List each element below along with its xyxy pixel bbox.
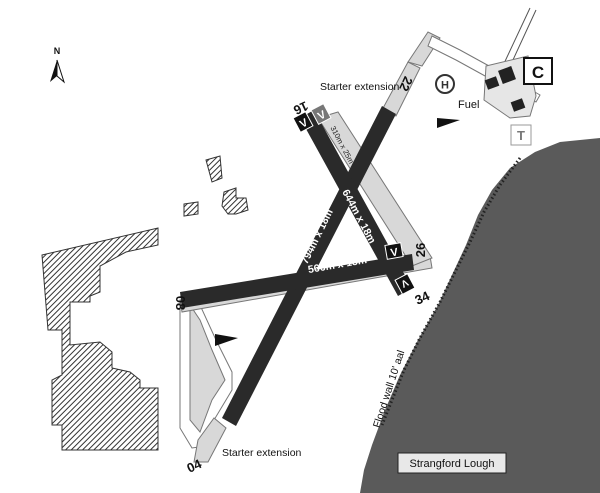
runway-end-04: 04 [184,456,204,476]
flood-wall-line [380,157,522,426]
built-up-area [41,155,249,451]
runway-end-16: 16 [291,98,310,118]
runway-16-34 [300,110,412,296]
helipad-icon: H [435,74,455,94]
north-arrow-icon: N [50,46,66,84]
svg-text:V: V [398,276,409,289]
starter-extension-label-top: Starter extension [320,81,400,93]
windsock-icon [215,334,238,346]
terminal-marker: T [510,124,532,146]
svg-text:H: H [441,80,449,92]
control-marker: C [523,57,553,85]
fuel-label: Fuel [458,99,479,111]
runway-end-08: 08 [173,296,188,310]
starter-extension-label-bottom: Starter extension [222,447,302,459]
starter-extension-04 [193,417,227,463]
runway-end-34: 34 [412,288,432,308]
svg-text:N: N [54,46,61,56]
runway-16-34-edge [317,111,433,267]
svg-text:V: V [390,246,400,259]
runway-end-22: 22 [396,74,416,93]
svg-text:C: C [532,63,544,82]
windsock-icon [437,118,460,128]
water-label-box [397,452,507,474]
control-building [498,66,516,84]
hold-markers: V V V V [292,102,416,296]
water-area [360,138,600,493]
svg-text:T: T [517,128,525,143]
runway-08-26 [180,254,414,308]
taxiways [179,299,233,449]
terminal-building [510,98,526,112]
water-label: Strangford Lough [409,458,494,470]
runway-end-26: 26 [413,243,428,257]
fuel-building [484,76,500,90]
